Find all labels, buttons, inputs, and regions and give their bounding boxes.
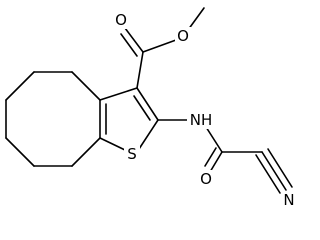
nitrile-bond <box>255 154 281 194</box>
amide-nitrogen-label: NH <box>190 111 213 129</box>
cyanoacetamide-chain <box>157 119 293 194</box>
ring-double-bond-inner <box>133 95 151 121</box>
ring-bond <box>5 71 35 101</box>
ester-bond <box>136 51 144 89</box>
ring-bond <box>99 87 138 101</box>
label-bg <box>124 145 140 163</box>
amide-bond <box>205 126 223 153</box>
methyl-ester <box>120 7 205 89</box>
chemical-structure: O O S NH O N <box>5 7 297 209</box>
ring-bond <box>99 137 126 151</box>
ester-oxygen-bond <box>142 39 177 53</box>
amide-oxygen-label: O <box>200 170 212 188</box>
ring-bond <box>136 87 159 121</box>
ester-carbonyl-oxygen-label: O <box>115 11 127 29</box>
label-bg <box>113 11 129 29</box>
thiophene-ring <box>99 87 159 151</box>
nitrile-bond <box>261 151 287 191</box>
label-bg <box>198 170 214 188</box>
amide-carbonyl-double-bond-inner <box>204 147 217 167</box>
nitrile-nitrogen-label: N <box>283 191 294 209</box>
ring-bond <box>5 137 35 167</box>
ring-bond <box>138 119 159 150</box>
ring-bond <box>71 137 101 167</box>
thiophene-sulfur-label: S <box>127 145 137 163</box>
carbonyl-double-bond <box>124 27 144 53</box>
label-bg <box>187 111 215 129</box>
methyl-bond <box>187 7 205 31</box>
ester-oxygen-label: O <box>177 27 189 45</box>
carbonyl-double-bond-inner <box>120 33 138 57</box>
label-bg <box>175 27 191 45</box>
amide-carbonyl-double-bond <box>209 151 223 173</box>
nitrile-bond <box>267 148 293 188</box>
atom-labels: O O S NH O N <box>113 11 297 209</box>
cyclooctane-ring <box>5 71 101 167</box>
label-bg <box>281 191 297 209</box>
ring-bond <box>71 71 101 101</box>
